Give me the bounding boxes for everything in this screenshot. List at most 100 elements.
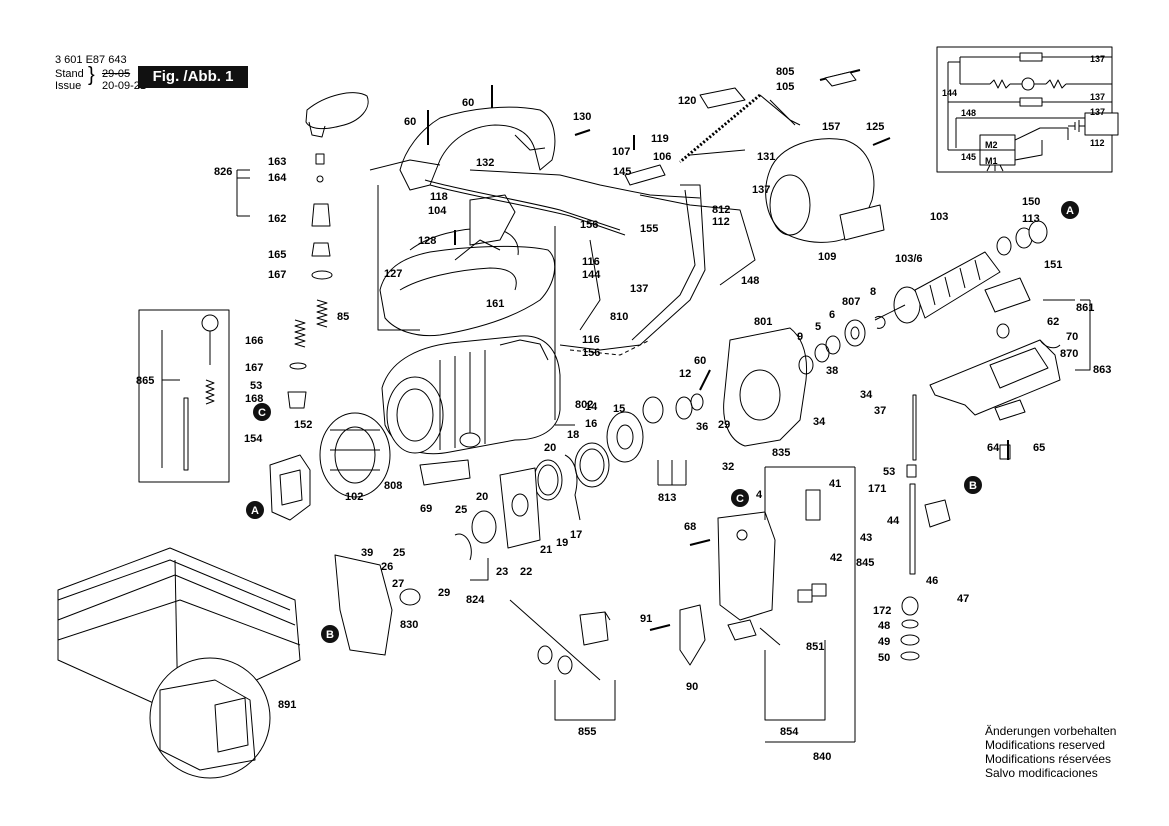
part-label: 70 xyxy=(1066,331,1078,343)
part-label: 103/6 xyxy=(895,253,923,265)
gear-housing xyxy=(723,315,886,447)
part-label: 69 xyxy=(420,503,432,515)
part-label: 62 xyxy=(1047,316,1059,328)
part-label: 53 xyxy=(250,380,262,392)
wiring-label: 137 xyxy=(1090,92,1105,102)
note-en: Modifications reserved xyxy=(985,738,1106,752)
marker-c-left: C xyxy=(258,407,266,419)
part-label: 137 xyxy=(630,283,648,295)
issue-label: Issue xyxy=(55,80,82,92)
part-label: 20 xyxy=(476,491,488,503)
figure-label: Fig. /Abb. 1 xyxy=(138,66,248,88)
part-label: 18 xyxy=(567,429,579,441)
handle-assembly xyxy=(305,92,556,337)
part-label: 116 xyxy=(582,256,600,268)
part-label: 119 xyxy=(651,133,669,145)
part-label: 32 xyxy=(722,461,734,473)
part-label: 128 xyxy=(418,235,436,247)
part-label: 802 xyxy=(575,399,593,411)
part-label: 118 xyxy=(430,191,448,203)
motor-housing xyxy=(381,335,561,486)
parts-artwork xyxy=(57,46,1119,779)
wiring-diagram xyxy=(936,46,1119,173)
note-fr: Modifications réservées xyxy=(985,752,1112,766)
part-label: 144 xyxy=(582,269,601,281)
part-label: 807 xyxy=(842,296,860,308)
part-label: 91 xyxy=(640,613,652,625)
wiring-label: 145 xyxy=(961,152,976,162)
part-label: 164 xyxy=(268,172,287,184)
part-label: 22 xyxy=(520,566,532,578)
wiring-label: M1 xyxy=(985,156,998,166)
part-label: 49 xyxy=(878,636,890,648)
part-label: 132 xyxy=(476,157,494,169)
part-label: 44 xyxy=(887,515,900,527)
part-label: 801 xyxy=(754,316,772,328)
wiring-label: 137 xyxy=(1090,54,1105,64)
part-label: 162 xyxy=(268,213,286,225)
part-label: 102 xyxy=(345,491,363,503)
marker-b-right: B xyxy=(969,480,977,492)
part-label: 6 xyxy=(829,309,835,321)
part-label: 125 xyxy=(866,121,884,133)
part-label: 166 xyxy=(245,335,263,347)
part-label: 65 xyxy=(1033,442,1045,454)
part-label: 840 xyxy=(813,751,831,763)
fan-guard xyxy=(765,138,885,243)
marker-b-left: B xyxy=(326,629,334,641)
part-label: 830 xyxy=(400,619,418,631)
part-label: 152 xyxy=(294,419,312,431)
part-label: 150 xyxy=(1022,196,1040,208)
wiring-label: M2 xyxy=(985,140,998,150)
part-label: 103 xyxy=(930,211,948,223)
part-label: 34 xyxy=(813,416,826,428)
marker-a-top: A xyxy=(1066,205,1074,217)
part-label: 161 xyxy=(486,298,504,310)
part-label: 46 xyxy=(926,575,938,587)
part-label: 127 xyxy=(384,268,402,280)
guide-assembly xyxy=(509,599,611,681)
part-label: 64 xyxy=(987,442,1000,454)
part-label: 53 xyxy=(883,466,895,478)
screws xyxy=(427,85,1009,631)
part-label: 855 xyxy=(578,726,596,738)
wiring-label: 137 xyxy=(1090,107,1105,117)
part-label: 85 xyxy=(337,311,349,323)
part-label: 12 xyxy=(679,368,691,380)
part-label: 27 xyxy=(392,578,404,590)
part-label: 172 xyxy=(873,605,891,617)
part-label: 38 xyxy=(826,365,838,377)
wiring-label: 148 xyxy=(961,108,976,118)
part-label: 116 xyxy=(582,334,600,346)
stroke-mechanism xyxy=(334,454,581,656)
part-label: 845 xyxy=(856,557,874,569)
part-label: 42 xyxy=(830,552,842,564)
part-label: 23 xyxy=(496,566,508,578)
part-label: 16 xyxy=(585,418,597,430)
part-label: 826 xyxy=(214,166,232,178)
part-label: 824 xyxy=(466,594,485,606)
part-label: 865 xyxy=(136,375,154,387)
part-label: 813 xyxy=(658,492,676,504)
part-label: 37 xyxy=(874,405,886,417)
part-label: 854 xyxy=(780,726,799,738)
switch-parts xyxy=(138,153,333,483)
reference-markers: A A B B C C xyxy=(246,201,1079,643)
part-label: 104 xyxy=(428,205,447,217)
part-label: 145 xyxy=(613,166,631,178)
cables xyxy=(424,69,861,356)
part-label: 808 xyxy=(384,480,402,492)
part-label: 106 xyxy=(653,151,671,163)
part-label: 171 xyxy=(868,483,886,495)
stand-label: Stand xyxy=(55,68,84,80)
armature xyxy=(874,220,1048,324)
base-plate xyxy=(929,277,1061,460)
part-label: 47 xyxy=(957,593,969,605)
leader-lines xyxy=(161,169,1091,743)
part-label: 157 xyxy=(822,121,840,133)
part-label: 68 xyxy=(684,521,696,533)
part-label: 112 xyxy=(712,216,730,228)
part-label: 870 xyxy=(1060,348,1078,360)
